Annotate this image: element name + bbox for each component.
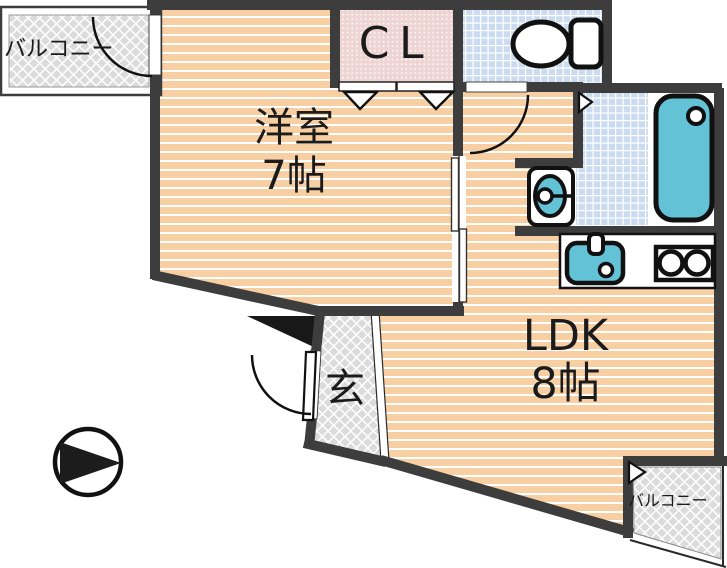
kitchen-sink-icon xyxy=(564,232,626,286)
western-room-label: 洋室 7帖 xyxy=(228,104,360,200)
stove-two-burner-icon xyxy=(653,244,716,283)
washbasin-icon xyxy=(527,166,575,227)
balcony-door xyxy=(91,14,162,78)
folding-door-triangle-icon xyxy=(627,460,648,486)
door-swing-arc-icon xyxy=(469,94,530,155)
door-swing-arc-icon xyxy=(91,16,153,78)
ldk-label: LDK 8帖 xyxy=(498,312,633,408)
western-room-size: 7帖 xyxy=(261,153,327,199)
north-arrow-compass-icon xyxy=(52,426,124,498)
door-leaf xyxy=(301,350,318,422)
ldk-name: LDK xyxy=(522,311,609,361)
entrance-door xyxy=(250,349,322,422)
door-swing-arc-icon xyxy=(250,354,312,416)
western-room-name: 洋室 xyxy=(254,105,334,151)
bathtub-icon xyxy=(653,93,715,223)
sliding-door-icon xyxy=(450,156,468,303)
balcony-bottom-right xyxy=(627,460,727,568)
ldk-size: 8帖 xyxy=(530,359,601,409)
toilet-icon xyxy=(510,17,604,70)
kitchen-counter xyxy=(558,232,717,290)
closet-label: CL xyxy=(358,18,434,69)
bathroom-floor xyxy=(576,88,648,235)
walls xyxy=(147,0,727,538)
toilet-door xyxy=(465,81,530,155)
balcony-top-left-label: バルコニー xyxy=(4,37,114,62)
entrance-label: 玄 xyxy=(325,366,365,412)
folding-door-triangle-icon xyxy=(577,90,594,115)
closet-double-door-icon xyxy=(338,81,456,111)
balcony-bottom-right-label: バルコニー xyxy=(628,491,708,510)
dead-space-triangle xyxy=(247,316,322,349)
closet-floor xyxy=(332,8,457,88)
